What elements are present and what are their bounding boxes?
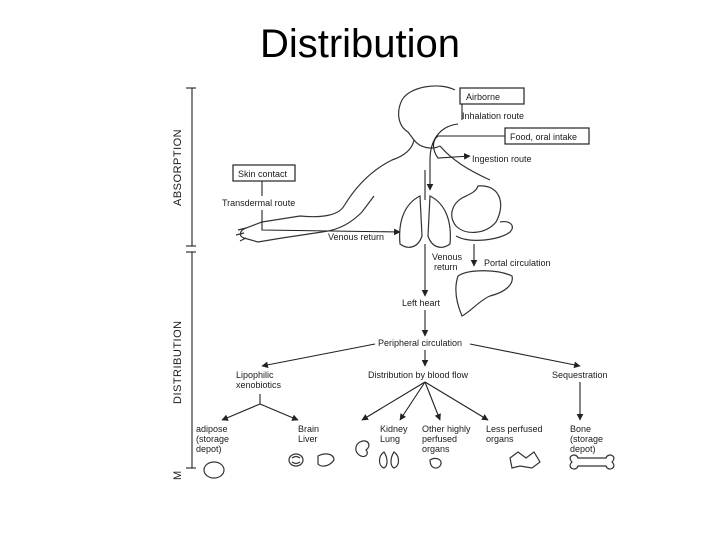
to-adipose-arrow: [221, 403, 261, 421]
lipophilic-line2: xenobiotics: [236, 380, 282, 390]
venous-return-label: Venous return: [328, 232, 384, 242]
to-less-perfused-arrow: [424, 381, 489, 421]
less-perfused-line1: Less perfused: [486, 424, 543, 434]
portal-circulation-label: Portal circulation: [484, 258, 551, 268]
blood-flow-label: Distribution by blood flow: [368, 370, 469, 380]
liver-label: Liver: [298, 434, 318, 444]
food-oral-intake-label: Food, oral intake: [510, 132, 577, 142]
less-perfused-line2: organs: [486, 434, 514, 444]
human-body-outline: [235, 85, 513, 317]
bone-line3: depot): [570, 444, 596, 454]
adipose-line3: depot): [196, 444, 222, 454]
bone-icon: [569, 454, 615, 470]
distribution-side-label: DISTRIBUTION: [172, 320, 184, 404]
ingestion-arrow: [432, 135, 505, 160]
other-line2: perfused: [422, 434, 457, 444]
bone-line1: Bone: [570, 424, 591, 434]
other-line1: Other highly: [422, 424, 471, 434]
organ-icon: [429, 457, 442, 469]
lung-label: Lung: [380, 434, 400, 444]
absorption-side-label: ABSORPTION: [172, 129, 184, 206]
branch-lipophilic-arrow: [261, 343, 376, 369]
adipose-line1: adipose: [196, 424, 228, 434]
peripheral-circulation-label: Peripheral circulation: [378, 338, 462, 348]
airborne-label: Airborne: [466, 92, 500, 102]
distribution-bracket: [186, 251, 196, 469]
brain-icon: [288, 453, 304, 467]
inhalation-route-label: Inhalation route: [462, 111, 524, 121]
bone-line2: (storage: [570, 434, 603, 444]
left-heart-label: Left heart: [402, 298, 441, 308]
ingestion-route-label: Ingestion route: [472, 154, 532, 164]
bottom-side-label: M: [172, 470, 184, 480]
lipophilic-line1: Lipophilic: [236, 370, 274, 380]
brain-label: Brain: [298, 424, 319, 434]
lung-icon: [378, 451, 400, 469]
venous-return-2-line1: Venous: [432, 252, 463, 262]
transdermal-route-label: Transdermal route: [222, 198, 295, 208]
airborne-box: [459, 87, 525, 105]
skin-contact-box: [232, 164, 296, 182]
to-lung-arrow: [399, 381, 426, 421]
sequestration-label: Sequestration: [552, 370, 608, 380]
liver-icon: [317, 453, 335, 467]
adipose-line2: (storage: [196, 434, 229, 444]
other-line3: organs: [422, 444, 450, 454]
muscle-icon: [509, 451, 541, 469]
to-brain-arrow: [259, 403, 299, 421]
skin-contact-label: Skin contact: [238, 169, 288, 179]
to-kidney-arrow: [361, 381, 426, 421]
kidney-label: Kidney: [380, 424, 408, 434]
kidney-icon: [355, 440, 370, 458]
page-title: Distribution: [259, 22, 461, 66]
venous-return-2-line2: return: [434, 262, 458, 272]
branch-sequestration-arrow: [469, 343, 581, 369]
absorption-bracket: [186, 87, 196, 247]
adipose-icon: [203, 461, 225, 479]
venous-return-arrow: [261, 210, 401, 236]
to-other-arrow: [424, 381, 441, 421]
